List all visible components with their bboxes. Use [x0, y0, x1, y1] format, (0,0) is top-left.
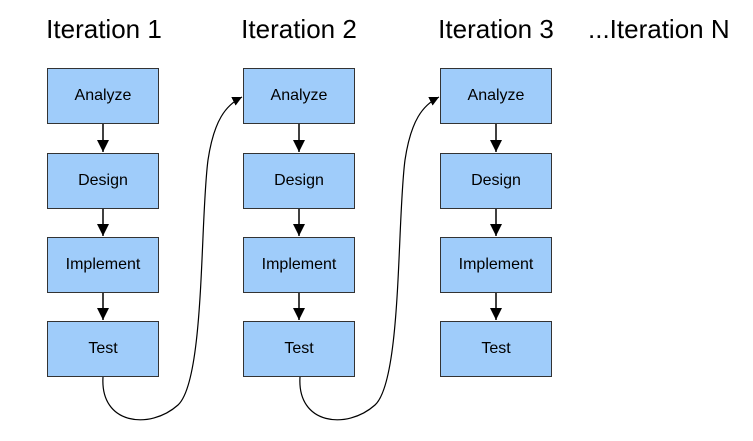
- iter2-design-box: Design: [243, 153, 355, 209]
- arrow-iter2-test-to-iter3-analyze: [299, 96, 440, 421]
- iter2-analyze-box: Analyze: [243, 68, 355, 124]
- iteration-n-title: ...Iteration N: [588, 14, 730, 44]
- iter1-implement-box: Implement: [47, 237, 159, 293]
- iter1-analyze-box: Analyze: [47, 68, 159, 124]
- iter1-design-box: Design: [47, 153, 159, 209]
- iter1-test-box: Test: [47, 321, 159, 377]
- iter3-implement-box: Implement: [440, 237, 552, 293]
- iter3-analyze-box: Analyze: [440, 68, 552, 124]
- iter3-design-box: Design: [440, 153, 552, 209]
- iter3-test-box: Test: [440, 321, 552, 377]
- iteration-3-title: Iteration 3: [438, 14, 554, 44]
- iteration-2-title: Iteration 2: [241, 14, 357, 44]
- iter2-test-box: Test: [243, 321, 355, 377]
- iter2-implement-box: Implement: [243, 237, 355, 293]
- arrow-iter1-test-to-iter2-analyze: [102, 96, 243, 421]
- iteration-1-title: Iteration 1: [46, 14, 162, 44]
